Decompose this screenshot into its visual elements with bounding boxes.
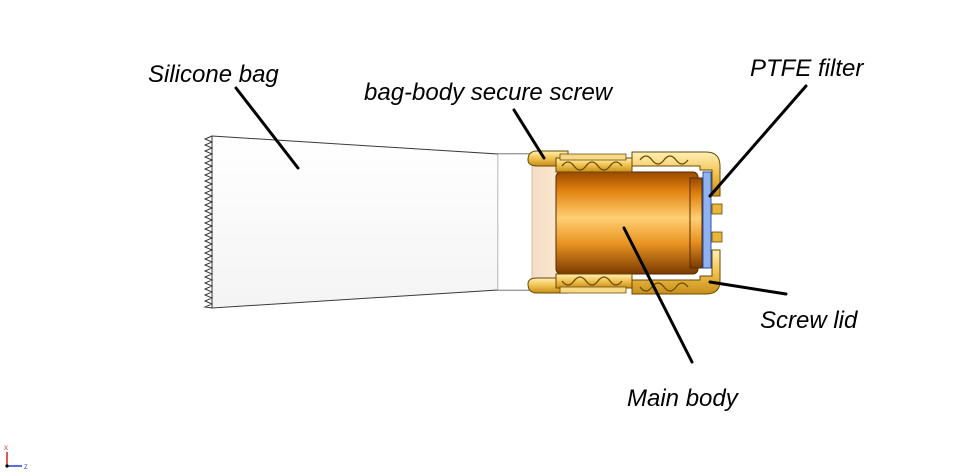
main-body bbox=[555, 171, 703, 275]
leader-lines bbox=[234, 84, 808, 364]
label-bag-body-secure-screw: bag-body secure screw bbox=[364, 79, 614, 106]
leader-silicone-bag bbox=[234, 86, 300, 170]
threaded-shell-bottom bbox=[555, 273, 633, 294]
bag-serrated-edge bbox=[203, 135, 214, 309]
silicone-bag bbox=[203, 135, 532, 309]
leader-ptfe-filter bbox=[708, 84, 808, 198]
threaded-shell-top bbox=[555, 153, 633, 173]
axis-origin bbox=[5, 464, 9, 468]
label-silicone-bag: Silicone bag bbox=[148, 61, 279, 88]
screw-lid bbox=[631, 151, 723, 295]
leader-main-body bbox=[622, 226, 694, 364]
label-ptfe-filter: PTFE filter bbox=[750, 55, 864, 82]
leader-screw-lid bbox=[708, 280, 788, 296]
axis-z-label: Z bbox=[24, 465, 28, 471]
ptfe-filter bbox=[702, 171, 712, 269]
axis-triad: X Z bbox=[4, 446, 28, 471]
label-screw-lid: Screw lid bbox=[760, 307, 858, 334]
bag-collar bbox=[531, 163, 559, 281]
axis-x-label: X bbox=[4, 446, 8, 452]
leader-bag-body-secure-screw bbox=[512, 108, 546, 160]
label-main-body: Main body bbox=[627, 385, 740, 412]
